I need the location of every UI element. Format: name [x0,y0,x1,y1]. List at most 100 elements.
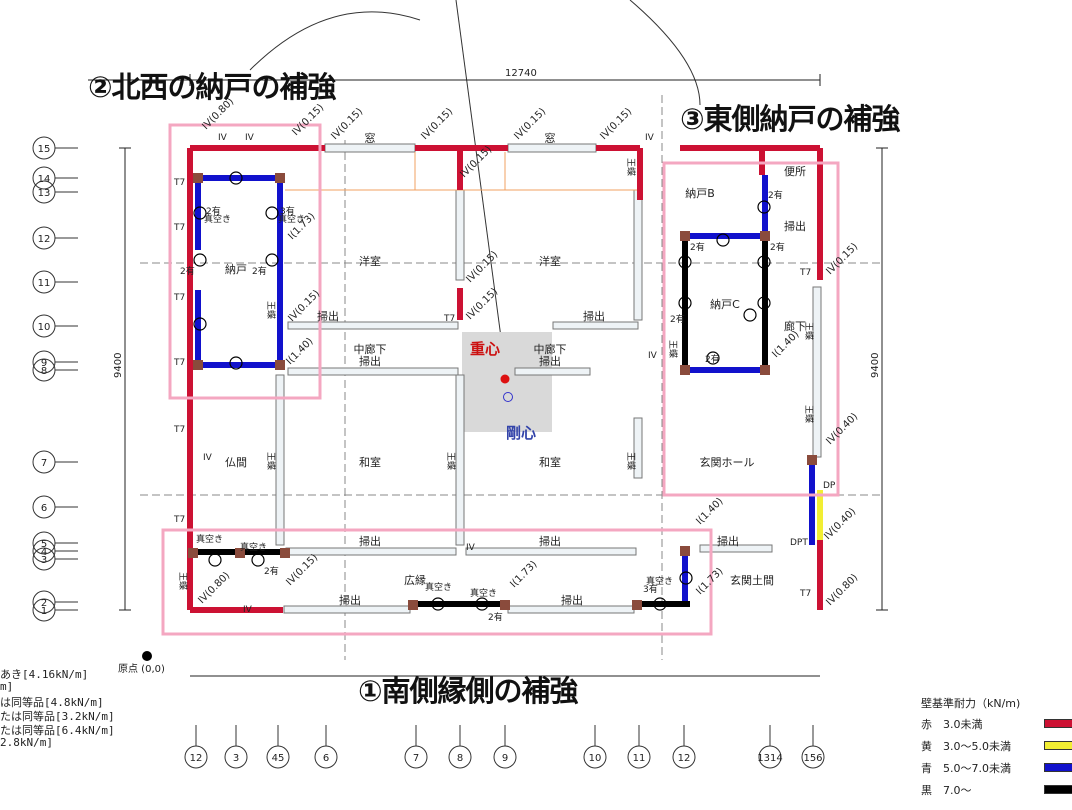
column-label: 11 [633,753,646,764]
svg-text:王蝶: 王蝶 [803,322,815,340]
row-label: 8 [41,366,47,377]
wall-label: 真空き [470,587,497,599]
legend-row-label: 青 5.0〜7.0未満 [921,762,1011,775]
left-legend-line: たは同等品[3.2kN/m] [0,710,115,723]
brace-symbols [193,171,771,611]
gravity-center-marker [500,374,510,384]
wall-label: T7 [799,589,811,599]
column-label: 156 [803,753,822,764]
column-label: 12 [190,753,203,764]
column-label: 1314 [757,753,782,764]
wall-label: 2有 [670,313,685,325]
wall-label: IV [466,543,476,553]
left-legend-line: 2.8kN/m] [0,736,53,749]
row-label: 1 [41,606,47,617]
wall-label: 2有 [770,241,785,253]
column-label: 45 [272,753,285,764]
left-legend-line: あき[4.16kN/m] [0,668,89,681]
row-label: 14 [38,174,51,185]
room-label: 中廊下 [354,342,387,356]
legend-row-label: 赤 3.0未満 [921,718,983,731]
wall-label: IV(0.40) [824,411,860,447]
column-label: 10 [589,753,602,764]
room-label: 便所 [784,165,806,178]
wall-label: 真空き [204,213,231,225]
wall-label: IV [645,133,655,143]
origin-label: 原点 (0,0) [118,663,165,675]
opening-label: 窓 [545,131,556,145]
wall-label: 真空き [240,541,267,553]
column-label: 9 [502,753,508,764]
wall-label: 真空き [425,581,452,593]
row-label: 9 [41,358,47,369]
row-label: 5 [41,539,47,550]
wall-label: IV [243,605,253,615]
east-reinforcement-callout: ③東側納戸の補強 [680,102,901,136]
wall-label: IV [218,133,228,143]
wall-label: IV(0.15) [419,106,455,142]
svg-text:王蝶: 王蝶 [803,405,815,423]
wall-label: I(1.40) [284,336,315,367]
wall-label: I(1.73) [508,559,539,590]
post-marks: 王蝶 王蝶 王蝶 王蝶 王蝶 王蝶 王蝶 王蝶 王蝶 [177,158,815,590]
wall-label: IV(0.15) [512,106,548,142]
opening-label: 掃出 [317,309,339,323]
wall-label: IV(0.15) [464,286,500,322]
wall-label: 2有 [252,265,267,277]
wall-label: I(1.40) [770,329,801,360]
wall-label: T7 [443,314,455,324]
wall-label: 2有 [264,565,279,577]
opening-label: 掃出 [359,354,381,368]
svg-text:王蝶: 王蝶 [177,572,189,590]
svg-text:王蝶: 王蝶 [667,340,679,358]
left-legend-line: m] [0,680,14,693]
left-legend-line: たは同等品[6.4kN/m] [0,724,115,737]
wall-label: 2有 [488,611,503,623]
wall-label: 2有 [705,353,720,365]
wall-label: 3有 [643,583,658,595]
wall-label: T7 [799,268,811,278]
leader-line [455,0,509,391]
row-label: 10 [38,322,51,333]
south-veranda-highlight [161,528,713,636]
wall-label: IV(0.15) [464,249,500,285]
svg-text:王蝶: 王蝶 [265,301,277,319]
svg-text:王蝶: 王蝶 [625,452,637,470]
column-axis-markers [184,725,825,769]
top-dimension-label: 12740 [505,68,537,79]
legend-swatch-red [1044,719,1072,728]
wall-label: T7 [173,425,185,435]
column-label: 7 [413,753,419,764]
axis-labels: 15 14 13 12 11 10 9 8 7 6 5 4 3 2 1 12 3… [38,144,823,764]
room-label: 廊下 [784,319,806,333]
legend-swatch-black [1044,785,1072,794]
room-label: 納戸B [685,187,715,200]
wall-label: 2有 [180,265,195,277]
opening-label: 掃出 [339,593,361,607]
wall-label: IV [245,133,255,143]
row-label: 11 [38,278,51,289]
room-label: 仏間 [225,456,247,469]
room-label: 玄関ホール [700,455,755,469]
highlight-boxes [161,123,840,636]
right-dimension-label: 9400 [870,353,881,378]
row-label: 15 [38,144,51,155]
blue-walls [195,175,815,606]
door-swing-arc [629,0,701,106]
south-reinforcement-callout: ①南側縁側の補強 [358,674,579,708]
wall-label: T7 [173,293,185,303]
origin-marker [142,651,152,661]
northwest-reinforcement-callout: ②北西の納戸の補強 [88,70,337,104]
gravity-center-label: 重心 [470,340,500,358]
wall-label: IV(0.15) [598,106,634,142]
row-label: 13 [38,188,51,199]
wall-label: IV(0.40) [822,506,858,542]
left-dimension-line [119,147,131,611]
room-label: 玄関土間 [730,573,774,587]
east-storage-highlight [662,161,840,497]
wall-label: 真空き [646,575,673,587]
wall-label: 2有 [690,241,705,253]
wall-label: 真空き [196,533,223,545]
left-legend-line: は同等品[4.8kN/m] [0,696,104,709]
